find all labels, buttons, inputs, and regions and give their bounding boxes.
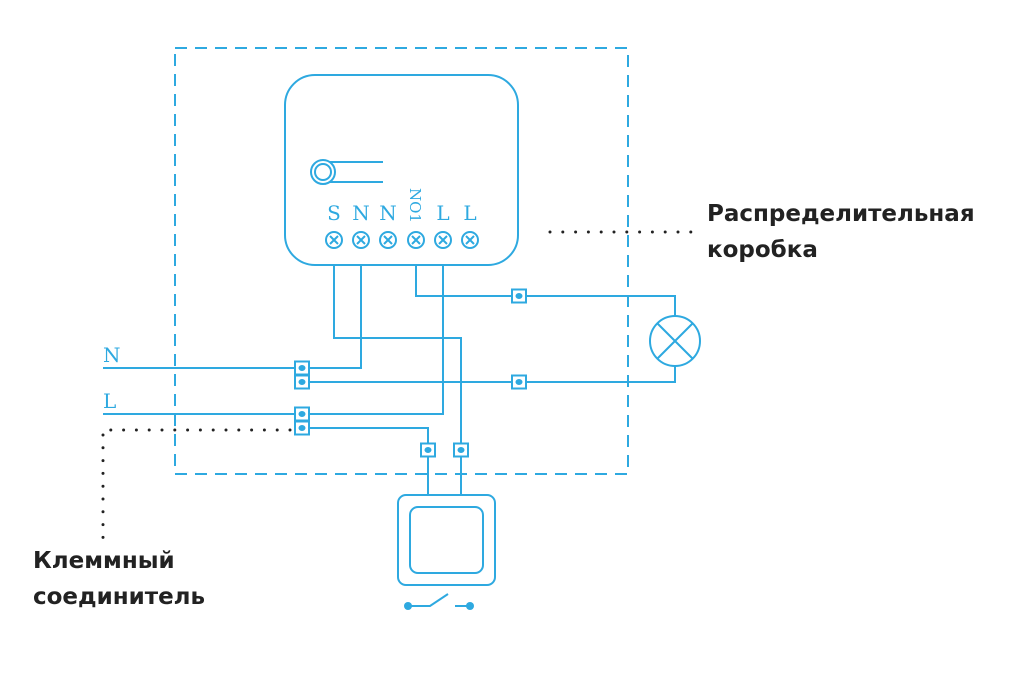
terminal-label-n: N — [352, 201, 370, 225]
terminal-label-l: L — [463, 201, 476, 225]
lamp-icon — [649, 315, 701, 367]
caption-line: Распределительная — [707, 201, 975, 227]
caption-line: соединитель — [33, 584, 206, 610]
caption-line: коробка — [707, 237, 818, 263]
relay-module — [284, 74, 519, 266]
terminal-screw-icon — [379, 231, 397, 249]
terminal-connector-icon — [294, 360, 310, 376]
terminal-connector-icon — [511, 288, 527, 304]
terminal-connector-caption: Клеммный соединитель — [33, 543, 205, 615]
terminal-screw-icon — [325, 231, 343, 249]
wire-no1 — [415, 265, 676, 316]
terminal-screw-icon — [461, 231, 479, 249]
wire-l — [310, 265, 444, 415]
terminal-connector-icon — [453, 442, 469, 458]
wire-switch-line — [310, 427, 429, 444]
antenna-button-inner — [314, 163, 332, 181]
wire-n — [310, 265, 362, 369]
terminal-label-l: L — [436, 201, 449, 225]
neutral-label: N — [103, 343, 121, 367]
terminal-connector-icon — [294, 406, 310, 422]
terminal-screw-icon — [434, 231, 452, 249]
wire-lamp-neutral — [310, 366, 676, 383]
wall-switch-icon — [397, 494, 496, 610]
terminal-screw-icon — [407, 231, 425, 249]
junction-box-caption: Распределительная коробка — [707, 196, 975, 268]
antenna-button-icon — [310, 159, 336, 185]
caption-line: Клеммный — [33, 548, 175, 574]
terminal-label-n: N — [379, 201, 397, 225]
junction-box-outline — [174, 47, 629, 475]
terminal-connector-icon — [294, 420, 310, 436]
terminal-connector-icon — [511, 374, 527, 390]
terminal-label-s: S — [327, 201, 341, 225]
callout-line-terminal — [101, 428, 292, 547]
terminal-connector-icon — [420, 442, 436, 458]
terminal-connectors — [294, 288, 527, 458]
terminal-screw-icon — [352, 231, 370, 249]
terminal-label-no1: NO1 — [406, 188, 424, 223]
terminal-connector-icon — [294, 374, 310, 390]
line-label: L — [103, 389, 116, 413]
terminal-screws — [325, 231, 479, 249]
wire-s — [333, 265, 462, 444]
